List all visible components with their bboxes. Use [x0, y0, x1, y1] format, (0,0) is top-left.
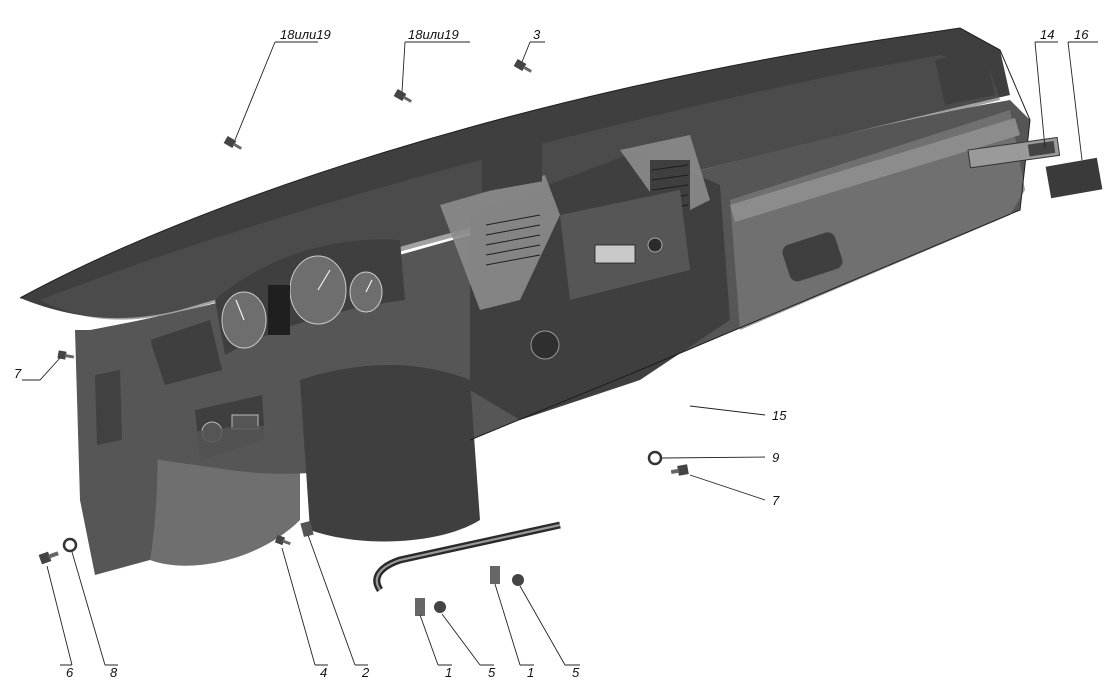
screw-icon [274, 534, 291, 546]
callout-label: 5 [488, 665, 496, 680]
side-vent-left [150, 320, 222, 385]
center-vent-left [482, 119, 542, 266]
callout-labels: 18или19 18или19 3 14 16 7 15 9 7 6 8 4 2… [14, 27, 1089, 680]
washer-icon [62, 537, 78, 553]
clip-icon [300, 520, 314, 538]
callout-label: 15 [772, 408, 787, 423]
nut-icon [434, 601, 446, 613]
callout-label: 14 [1040, 27, 1054, 42]
callout-label: 1 [527, 665, 534, 680]
side-vent-right [935, 50, 995, 105]
callout-label: 7 [772, 493, 780, 508]
callout-label: 9 [772, 450, 779, 465]
callout-label: 7 [14, 366, 22, 381]
callout-label: 2 [361, 665, 370, 680]
nut-icon [512, 574, 524, 586]
screw-icon [57, 350, 75, 360]
callout-label: 5 [572, 665, 580, 680]
callout-label: 8 [110, 665, 118, 680]
callout-label: 18или19 [408, 27, 459, 42]
screw-icon [513, 59, 533, 73]
radio-panel [560, 190, 690, 300]
callout-label: 4 [320, 665, 327, 680]
callout-label: 18или19 [280, 27, 331, 42]
dashboard-panel [19, 27, 1031, 592]
fasteners [38, 59, 1103, 616]
callout-label: 16 [1074, 27, 1089, 42]
screw-icon [670, 464, 689, 476]
pad-icon [1045, 157, 1103, 199]
instrument-cluster [215, 239, 405, 355]
screw-icon [223, 136, 243, 150]
leader-lines [22, 41, 1098, 666]
callout-label: 6 [66, 665, 74, 680]
ashtray-icon [967, 136, 1061, 169]
bracket-plate-icon [415, 598, 425, 616]
callout-label: 1 [445, 665, 452, 680]
screw-icon [393, 89, 413, 103]
bracket-plate-icon [490, 566, 500, 584]
washer-icon [647, 450, 663, 466]
callout-label: 3 [533, 27, 541, 42]
climate-knob [530, 330, 560, 360]
screw-icon [38, 551, 59, 565]
